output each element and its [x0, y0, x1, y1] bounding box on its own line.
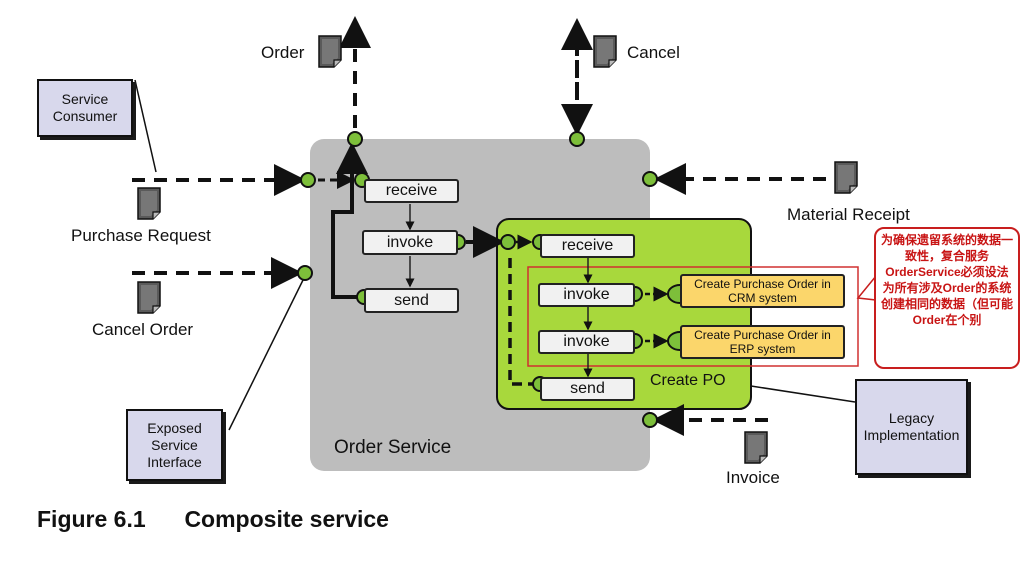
- create-po-title: Create PO: [650, 372, 726, 389]
- cancel-order-label: Cancel Order: [92, 320, 194, 339]
- order-service-invoke: invoke: [362, 230, 458, 255]
- port-cancel: [569, 131, 585, 147]
- port-cancel-order: [297, 265, 313, 281]
- cancel-document-icon: [593, 35, 617, 68]
- material-receipt-document-icon: [834, 161, 858, 194]
- highlight-box: [527, 266, 859, 367]
- cancel-order-document-icon: [137, 281, 161, 314]
- port-invoice: [642, 412, 658, 428]
- order-document-icon: [318, 35, 342, 68]
- order-service-title: Order Service: [334, 437, 452, 458]
- legacy-implementation-box: Legacy Implementation: [855, 379, 968, 475]
- create-po-invoke-crm: invoke: [538, 283, 635, 307]
- exposed-service-interface-box: Exposed Service Interface: [126, 409, 223, 481]
- order-label: Order: [261, 43, 305, 62]
- invoice-label: Invoice: [726, 468, 780, 487]
- figure-title: Composite service: [184, 506, 389, 532]
- purchase-request-document-icon: [137, 187, 161, 220]
- order-service-receive: receive: [364, 179, 459, 203]
- erp-task-box: Create Purchase Order in ERP system: [680, 325, 845, 359]
- create-po-send: send: [540, 377, 635, 401]
- figure-caption: Figure 6.1 Composite service: [37, 506, 389, 533]
- po-send-path: [508, 252, 538, 386]
- material-receipt-label: Material Receipt: [787, 205, 910, 224]
- legacy-link: [750, 385, 856, 403]
- port-create-po-in: [500, 234, 516, 250]
- port-purchase-request: [300, 172, 316, 188]
- composite-service-diagram: Order Cancel Purchase Request Cancel Ord…: [37, 16, 1020, 487]
- send-return-path: [331, 142, 368, 299]
- service-consumer-box: Service Consumer: [37, 79, 133, 137]
- port-material-receipt: [642, 171, 658, 187]
- diagram-canvas: [132, 16, 877, 471]
- annotation-callout: 为确保遗留系统的数据一致性，复合服务OrderService必须设法为所有涉及O…: [874, 227, 1020, 369]
- port-order-out: [347, 131, 363, 147]
- order-service-send: send: [364, 288, 459, 313]
- create-po-receive: receive: [540, 234, 635, 258]
- cancel-label: Cancel: [627, 43, 680, 62]
- exposed-interface-link: [228, 275, 306, 431]
- figure-number: Figure 6.1: [37, 506, 146, 532]
- create-po-invoke-erp: invoke: [538, 330, 635, 354]
- consumer-link: [134, 79, 157, 173]
- invoice-document-icon: [744, 431, 768, 464]
- crm-task-box: Create Purchase Order in CRM system: [680, 274, 845, 308]
- purchase-request-label: Purchase Request: [71, 226, 211, 245]
